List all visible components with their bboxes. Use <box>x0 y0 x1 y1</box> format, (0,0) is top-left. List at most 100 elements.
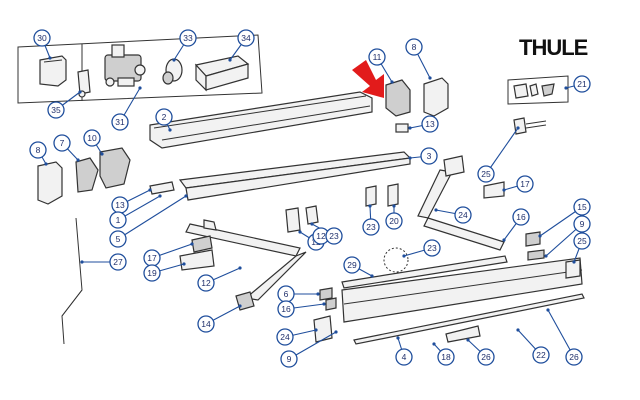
part-22-joint <box>445 325 481 343</box>
callout-circle <box>47 101 65 119</box>
callout-circle <box>405 38 423 56</box>
callout-20: 20 <box>385 212 403 230</box>
leader-dot-20 <box>392 204 396 208</box>
leader-dot-21 <box>564 86 568 90</box>
part-3-roller <box>178 151 412 201</box>
callout-13: 13 <box>111 196 129 214</box>
callout-circle <box>280 350 298 368</box>
callout-circle <box>155 108 173 126</box>
leader-dot-24 <box>434 208 438 212</box>
callout-number: 9 <box>287 354 292 364</box>
leader-dot-2 <box>168 128 172 132</box>
red-arrow-icon <box>352 60 384 98</box>
part-6-crank-handle <box>61 217 83 345</box>
part-16-clip <box>319 231 545 311</box>
callout-16: 16 <box>277 300 295 318</box>
callout-number: 24 <box>280 332 290 342</box>
leader-dot-34 <box>228 58 232 62</box>
callout-24: 24 <box>276 328 294 346</box>
part-17-bracket <box>483 181 505 199</box>
callout-22: 22 <box>532 346 550 364</box>
callout-number: 33 <box>183 33 193 43</box>
callout-circle <box>565 348 583 366</box>
leader-dot-6 <box>316 292 320 296</box>
callout-4: 4 <box>395 348 413 366</box>
part-9-end-plate-left <box>313 315 333 343</box>
leader-dot-16 <box>322 302 326 306</box>
callout-17: 17 <box>516 175 534 193</box>
callout-26: 26 <box>477 348 495 366</box>
callout-30: 30 <box>33 29 51 47</box>
leader-dot-33 <box>172 58 176 62</box>
callout-33: 33 <box>179 29 197 47</box>
leader-dot-9 <box>544 254 548 258</box>
callout-circle <box>29 141 47 159</box>
callout-circle <box>477 165 495 183</box>
callout-5: 5 <box>109 230 127 248</box>
leader-dot-12 <box>298 230 302 234</box>
part-25-bracket <box>513 117 547 135</box>
callout-circle <box>53 134 71 152</box>
callout-number: 9 <box>580 219 585 229</box>
callout-number: 12 <box>201 278 211 288</box>
callout-number: 5 <box>116 234 121 244</box>
callout-circle <box>83 129 101 147</box>
callout-31: 31 <box>111 113 129 131</box>
callout-29: 29 <box>343 256 361 274</box>
leader-dot-8 <box>44 162 48 166</box>
leader-line-26 <box>547 309 575 358</box>
part-1-shaft <box>149 181 175 195</box>
callout-number: 8 <box>412 42 417 52</box>
leader-line-25 <box>485 127 519 175</box>
callout-number: 15 <box>577 202 587 212</box>
leader-dot-11 <box>390 80 394 84</box>
leader-line-9 <box>288 331 337 360</box>
part-21-kit <box>507 75 569 105</box>
callout-number: 18 <box>441 352 451 362</box>
callout-number: 7 <box>60 138 65 148</box>
callout-circle <box>197 274 215 292</box>
callout-14: 14 <box>197 315 215 333</box>
callout-circle <box>143 264 161 282</box>
leader-dot-13 <box>148 188 152 192</box>
callout-circle <box>512 208 530 226</box>
callout-27: 27 <box>109 253 127 271</box>
callout-circle <box>573 75 591 93</box>
callout-number: 10 <box>87 133 97 143</box>
callout-number: 6 <box>284 289 289 299</box>
leader-dot-10 <box>100 152 104 156</box>
callout-21: 21 <box>573 75 591 93</box>
part-27-tension-bar <box>341 247 508 289</box>
callout-number: 23 <box>329 231 339 241</box>
callout-number: 1 <box>116 215 121 225</box>
callout-number: 16 <box>281 304 291 314</box>
callout-11: 11 <box>368 48 386 66</box>
leader-dot-23 <box>402 254 406 258</box>
callout-26: 26 <box>565 348 583 366</box>
callout-number: 22 <box>536 350 546 360</box>
leader-dot-5 <box>184 194 188 198</box>
leader-dot-7 <box>76 158 80 162</box>
callout-number: 35 <box>51 105 61 115</box>
callout-number: 25 <box>481 169 491 179</box>
callout-6: 6 <box>277 285 295 303</box>
callout-circle <box>532 346 550 364</box>
thule-logo: THULE <box>519 35 589 60</box>
callout-circle <box>395 348 413 366</box>
svg-text:THULE: THULE <box>519 35 588 60</box>
leader-dot-30 <box>48 56 52 60</box>
leader-dot-8 <box>428 76 432 80</box>
callout-15: 15 <box>573 198 591 216</box>
part-7-bracket <box>75 157 99 193</box>
callout-34: 34 <box>237 29 255 47</box>
callout-number: 29 <box>347 260 357 270</box>
callout-number: 14 <box>201 319 211 329</box>
callout-circle <box>343 256 361 274</box>
leader-dot-35 <box>78 90 82 94</box>
callout-10: 10 <box>83 129 101 147</box>
part-10-gear <box>99 147 131 189</box>
leader-dot-4 <box>396 336 400 340</box>
leader-dot-25 <box>516 126 520 130</box>
callout-number: 23 <box>427 243 437 253</box>
callout-number: 16 <box>516 212 526 222</box>
